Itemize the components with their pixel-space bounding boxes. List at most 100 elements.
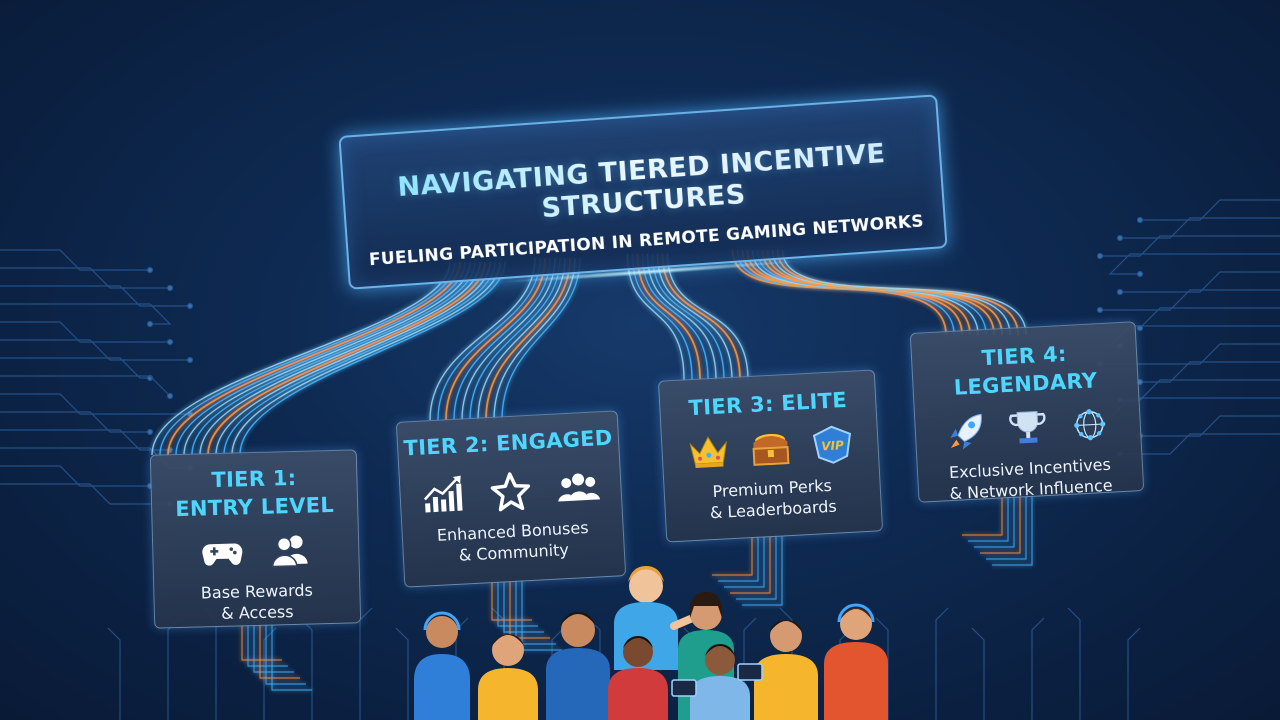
circuit-trace xyxy=(1140,415,1280,437)
flow-line xyxy=(712,535,753,576)
circuit-node xyxy=(1116,234,1124,242)
flow-line xyxy=(986,495,1027,560)
flow-line xyxy=(968,495,1009,542)
circuit-trace xyxy=(1100,289,1280,311)
circuit-trace xyxy=(1140,361,1280,383)
flow-line xyxy=(259,620,300,679)
vip-badge-icon: VIP xyxy=(812,425,851,464)
flow-line xyxy=(167,261,461,456)
circuit-node xyxy=(146,428,154,436)
flow-line xyxy=(736,535,777,600)
crown-icon xyxy=(688,436,727,468)
person-yellow-shirt xyxy=(478,634,538,720)
flow-line xyxy=(992,495,1033,566)
tier-1-desc-line2: & Access xyxy=(221,602,294,623)
circuit-trace xyxy=(359,607,373,720)
vip-badge-text: VIP xyxy=(820,438,843,453)
circuit-trace xyxy=(0,375,171,397)
circuit-trace xyxy=(1031,617,1045,720)
circuit-trace xyxy=(0,321,170,343)
circuit-node xyxy=(186,302,194,310)
flow-line xyxy=(651,253,725,381)
flow-lines xyxy=(151,249,1033,691)
flow-line xyxy=(718,535,759,582)
person-left-headset xyxy=(414,611,470,720)
circuit-trace xyxy=(1100,235,1280,257)
circuit-trace xyxy=(935,607,949,720)
flow-line xyxy=(641,253,709,381)
flow-line xyxy=(253,620,294,673)
flow-line xyxy=(636,253,701,381)
person-tablet-center xyxy=(671,644,750,720)
flow-line xyxy=(497,580,538,627)
flow-line xyxy=(239,261,506,456)
flow-line xyxy=(191,261,476,456)
circuit-trace xyxy=(0,429,170,451)
circuit-trace xyxy=(971,627,985,720)
people-group-illustration xyxy=(414,566,888,720)
flow-line xyxy=(503,580,544,633)
circuit-trace xyxy=(0,285,190,307)
flow-line xyxy=(730,535,771,594)
tier-2-title: TIER 2: ENGAGED xyxy=(402,425,614,461)
person-blue-hoodie xyxy=(546,612,610,720)
flow-line xyxy=(183,261,471,456)
circuit-node xyxy=(166,338,174,346)
group-icon xyxy=(558,473,601,502)
users-icon xyxy=(271,535,308,568)
circuit-trace xyxy=(0,249,150,271)
network-globe-icon xyxy=(1074,409,1106,441)
flow-line xyxy=(159,261,456,456)
tier-4-title: TIER 4: LEGENDARY xyxy=(953,341,1098,400)
flow-line xyxy=(724,535,765,588)
flow-line xyxy=(980,495,1021,554)
circuit-node xyxy=(186,356,194,364)
flow-line xyxy=(477,257,566,421)
circuit-trace xyxy=(1108,253,1280,275)
circuit-trace xyxy=(167,617,181,720)
flow-line xyxy=(241,620,282,661)
flow-line xyxy=(469,257,561,421)
circuit-node xyxy=(1136,270,1144,278)
circuit-trace xyxy=(0,339,190,361)
flow-line xyxy=(151,261,451,456)
circuit-node xyxy=(1136,216,1144,224)
circuit-node xyxy=(1116,288,1124,296)
circuit-trace xyxy=(0,411,150,433)
circuit-trace xyxy=(1067,607,1081,720)
circuit-trace xyxy=(395,627,409,720)
flow-line xyxy=(666,253,749,381)
circuit-trace xyxy=(1127,627,1141,720)
growth-chart-icon xyxy=(423,475,463,513)
circuit-trace xyxy=(1139,307,1280,329)
tier-4-card: TIER 4: LEGENDARY Exclusive Incentives &… xyxy=(909,321,1145,503)
person-red-shirt xyxy=(608,636,668,720)
circuit-trace xyxy=(0,267,170,289)
circuit-trace xyxy=(0,465,150,487)
circuit-trace xyxy=(0,393,190,415)
flow-line xyxy=(656,253,733,381)
tier-3-title: TIER 3: ELITE xyxy=(688,387,848,421)
flow-line xyxy=(974,495,1015,548)
flow-line xyxy=(485,257,571,421)
circuit-trace xyxy=(1120,433,1280,455)
flow-line xyxy=(247,620,288,667)
circuit-trace xyxy=(1120,271,1280,293)
circuit-node xyxy=(1096,252,1104,260)
star-icon xyxy=(490,472,531,512)
flow-line xyxy=(646,253,717,381)
circuit-node xyxy=(146,320,154,328)
flow-line xyxy=(207,261,486,456)
flow-line xyxy=(491,580,532,621)
flow-line xyxy=(215,261,491,456)
flow-line xyxy=(501,257,581,421)
tier-3-card: TIER 3: ELITE VIP Premium Perks & Leader… xyxy=(657,369,884,543)
circuit-trace xyxy=(299,617,313,720)
flow-line xyxy=(271,620,312,691)
circuit-trace xyxy=(1120,379,1280,401)
flow-line xyxy=(742,535,783,606)
circuit-node xyxy=(166,392,174,400)
gamepad-icon xyxy=(201,543,242,566)
flow-line xyxy=(493,257,576,421)
flow-line xyxy=(223,261,496,456)
